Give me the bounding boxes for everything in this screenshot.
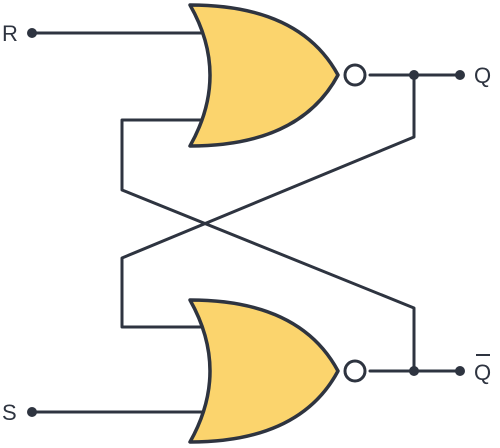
wires — [30, 31, 462, 414]
wire-feedback-to-top — [120, 118, 416, 373]
nor-gate-top-body — [188, 3, 340, 148]
label-r: R — [2, 21, 18, 46]
wire-feedback-to-bottom — [120, 73, 416, 329]
nor-gate-top-inverter-bubble — [343, 63, 367, 87]
terminal-q-bar-dot — [455, 366, 465, 376]
labels: R S Q Q — [2, 21, 491, 425]
terminals — [27, 28, 465, 417]
label-q: Q — [474, 63, 491, 88]
nor-gate-bottom-body — [188, 298, 340, 444]
nor-gate-bottom — [188, 298, 367, 444]
terminal-q-dot — [455, 70, 465, 80]
terminal-r-dot — [27, 28, 37, 38]
label-q-bar: Q — [474, 360, 491, 385]
nor-gate-top — [188, 3, 367, 148]
terminal-s-dot — [27, 407, 37, 417]
junction-q-dot — [409, 70, 419, 80]
junction-q-bar-dot — [409, 366, 419, 376]
nor-gate-bottom-inverter-bubble — [343, 359, 367, 383]
label-s: S — [2, 400, 17, 425]
